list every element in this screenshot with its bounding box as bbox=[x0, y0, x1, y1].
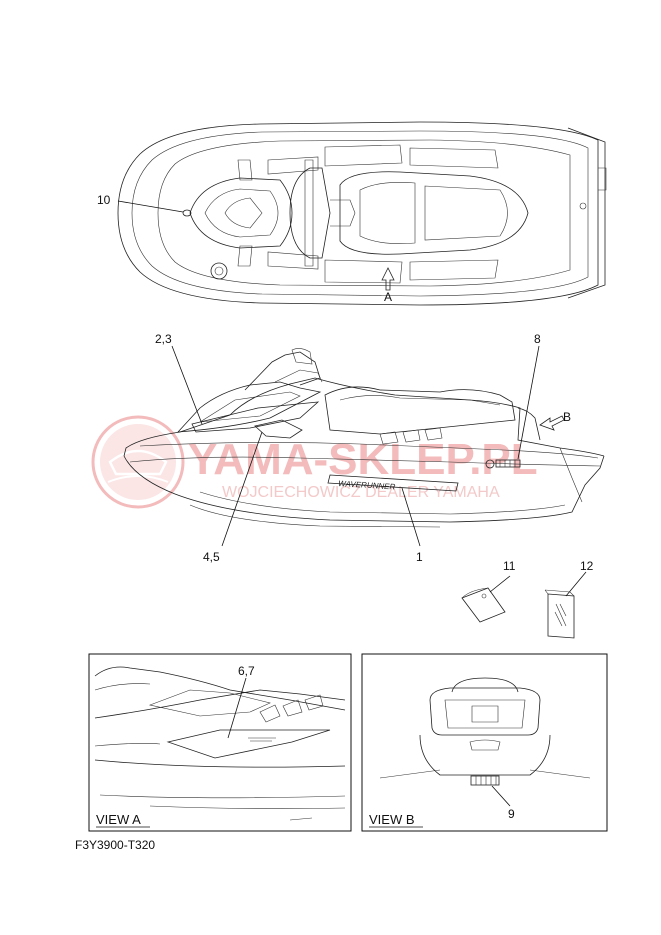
part-12-decal bbox=[544, 589, 575, 639]
leader-line-12 bbox=[565, 571, 587, 597]
callout-2-3: 2,3 bbox=[155, 332, 172, 346]
callout-4-5: 4,5 bbox=[203, 550, 220, 564]
watermark-sub-text: WOJCIECHOWICZ DEALER YAMAHA bbox=[222, 484, 500, 501]
waverunner-decal-text: WAVERUNNER bbox=[338, 479, 396, 491]
leader-line-9 bbox=[491, 785, 511, 807]
callout-1: 1 bbox=[416, 550, 423, 564]
top-view-watercraft bbox=[117, 121, 607, 306]
view-a-panel bbox=[88, 653, 352, 832]
view-b-label: VIEW B bbox=[369, 812, 415, 827]
view-arrow-b-label: B bbox=[563, 410, 571, 424]
view-b-panel bbox=[361, 653, 608, 832]
leader-line-11 bbox=[489, 575, 511, 593]
callout-11: 11 bbox=[503, 559, 516, 573]
figure-code: F3Y3900-T320 bbox=[75, 838, 156, 852]
view-arrow-a-label: A bbox=[384, 290, 392, 304]
leader-line-4-5 bbox=[221, 431, 263, 547]
leader-line-10 bbox=[117, 200, 184, 213]
leader-line-8 bbox=[517, 345, 540, 460]
part-11-decal bbox=[461, 587, 506, 623]
side-view-watercraft: WAVERUNNER bbox=[123, 348, 605, 528]
callout-12: 12 bbox=[580, 559, 594, 573]
view-a-label: VIEW A bbox=[96, 812, 141, 827]
callout-8: 8 bbox=[534, 332, 541, 346]
callout-10: 10 bbox=[97, 193, 111, 207]
callout-9: 9 bbox=[508, 807, 515, 821]
watermark: YAMA-SKLEP.PL WOJCIECHOWICZ DEALER YAMAH… bbox=[91, 415, 538, 509]
leader-line-2-3 bbox=[171, 345, 203, 425]
leader-line-6-7 bbox=[227, 677, 247, 739]
leader-line-1 bbox=[401, 487, 421, 547]
view-arrow-b bbox=[539, 415, 565, 431]
callout-6-7: 6,7 bbox=[238, 664, 255, 678]
